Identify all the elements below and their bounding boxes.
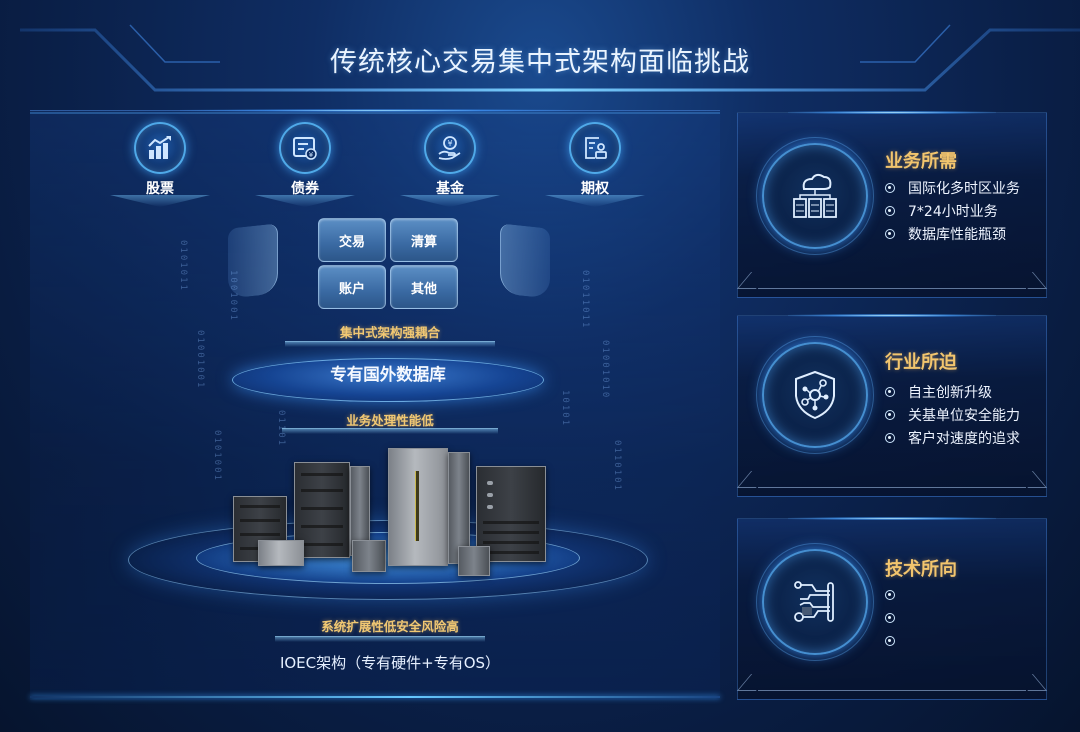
- list-item: 国际化多时区业务: [885, 176, 1020, 199]
- mainframe-server: [388, 448, 448, 566]
- page-title: 传统核心交易集中式架构面临挑战: [330, 47, 750, 78]
- binary-rain: 01101: [276, 410, 286, 448]
- card-bullet-list: [885, 583, 908, 652]
- card-frame: [758, 474, 1026, 488]
- card-industry-pressure: 行业所迫 自主创新升级 关基单位安全能力 客户对速度的追求: [737, 314, 1047, 497]
- bullet-icon: [885, 409, 895, 420]
- item-text: 自主创新升级: [908, 384, 992, 401]
- card-frame: [758, 677, 1026, 691]
- puzzle-piece-account: 账户: [318, 265, 386, 309]
- cloud-servers-icon: [756, 137, 874, 255]
- bullet-icon: [885, 589, 895, 600]
- circuit-icon: [756, 543, 874, 661]
- product-option: 期权: [535, 118, 655, 213]
- list-item: 客户对速度的追求: [885, 426, 1020, 449]
- item-text: 关基单位安全能力: [908, 407, 1020, 424]
- bullet-icon: [885, 228, 895, 239]
- glass-cylinder: [228, 223, 278, 299]
- pedestal: [400, 195, 500, 207]
- bullet-icon: [885, 386, 895, 397]
- item-text: 数据库性能瓶颈: [908, 226, 1006, 243]
- card-title: 行业所迫: [885, 352, 957, 373]
- card-business-needs: 业务所需 国际化多时区业务 7*24小时业务 数据库性能瓶颈: [737, 111, 1047, 298]
- stock-chart-icon: [134, 122, 186, 174]
- binary-rain: 01011011: [580, 270, 590, 330]
- architecture-label: IOEC架构（专有硬件+专有OS）: [279, 654, 501, 672]
- card-frame: [758, 275, 1026, 289]
- item-text: 客户对速度的追求: [908, 430, 1020, 447]
- option-contract-stamp-icon: [569, 122, 621, 174]
- bullet-icon: [885, 432, 895, 443]
- puzzle-piece-other: 其他: [390, 265, 458, 309]
- list-item: 关基单位安全能力: [885, 403, 1020, 426]
- pedestal: [255, 195, 355, 207]
- caption-performance: 业务处理性能低: [346, 413, 434, 428]
- product-fund: ¥ 基金: [390, 118, 510, 213]
- bullet-icon: [885, 205, 895, 216]
- list-item: [885, 583, 908, 606]
- header-frame-lines: [20, 24, 1080, 114]
- list-item: [885, 629, 908, 652]
- product-label: 基金: [436, 181, 464, 197]
- glow-bar: [282, 428, 498, 434]
- product-bond: ¥ 债券: [245, 118, 365, 213]
- binary-rain: 0101011: [178, 240, 188, 292]
- puzzle-piece-trading: 交易: [318, 218, 386, 262]
- blade-server: [258, 540, 304, 566]
- product-label: 期权: [581, 181, 609, 197]
- blade-server: [458, 546, 490, 576]
- list-item: [885, 606, 908, 629]
- glass-cylinder: [500, 223, 550, 299]
- card-tech-direction: 技术所向: [737, 517, 1047, 700]
- card-title: 技术所向: [885, 559, 957, 580]
- shield-network-icon: [756, 336, 874, 454]
- svg-text:¥: ¥: [309, 151, 314, 159]
- database-disk: [232, 358, 544, 402]
- product-stock: 股票: [100, 118, 220, 213]
- architecture-panel: [30, 109, 720, 700]
- binary-rain: 01001001: [195, 330, 205, 390]
- bullet-icon: [885, 612, 895, 623]
- caption-coupling: 集中式架构强耦合: [339, 325, 440, 340]
- bond-document-icon: ¥: [279, 122, 331, 174]
- binary-rain: 0101001: [212, 430, 222, 482]
- list-item: 数据库性能瓶颈: [885, 222, 1020, 245]
- binary-rain: 01001010: [600, 340, 610, 400]
- product-label: 债券: [291, 181, 319, 197]
- glow-bar: [285, 341, 495, 347]
- pedestal: [545, 195, 645, 207]
- item-text: 国际化多时区业务: [908, 180, 1020, 197]
- bullet-icon: [885, 635, 895, 646]
- bottom-glow-line: [30, 696, 720, 698]
- svg-text:¥: ¥: [447, 139, 452, 148]
- puzzle-piece-clearing: 清算: [390, 218, 458, 262]
- bullet-icon: [885, 182, 895, 193]
- pedestal: [110, 195, 210, 207]
- binary-rain: 10101: [560, 390, 570, 428]
- module-puzzle: 交易 清算 账户 其他: [318, 218, 458, 310]
- caption-risk: 系统扩展性低安全风险高: [321, 619, 459, 634]
- database-label: 专有国外数据库: [330, 365, 446, 384]
- blade-server: [352, 540, 386, 572]
- binary-rain: 0110101: [612, 440, 622, 492]
- item-text: 7*24小时业务: [908, 203, 998, 220]
- card-title: 业务所需: [885, 151, 957, 172]
- binary-rain: 1001001: [228, 270, 238, 322]
- list-item: 7*24小时业务: [885, 199, 1020, 222]
- product-row: 股票 ¥ 债券 ¥ 基金 期权: [100, 118, 660, 213]
- fund-yen-hand-icon: ¥: [424, 122, 476, 174]
- list-item: 自主创新升级: [885, 380, 1020, 403]
- card-bullet-list: 自主创新升级 关基单位安全能力 客户对速度的追求: [885, 380, 1020, 449]
- glow-bar: [275, 636, 485, 642]
- product-label: 股票: [146, 181, 174, 197]
- card-bullet-list: 国际化多时区业务 7*24小时业务 数据库性能瓶颈: [885, 176, 1020, 245]
